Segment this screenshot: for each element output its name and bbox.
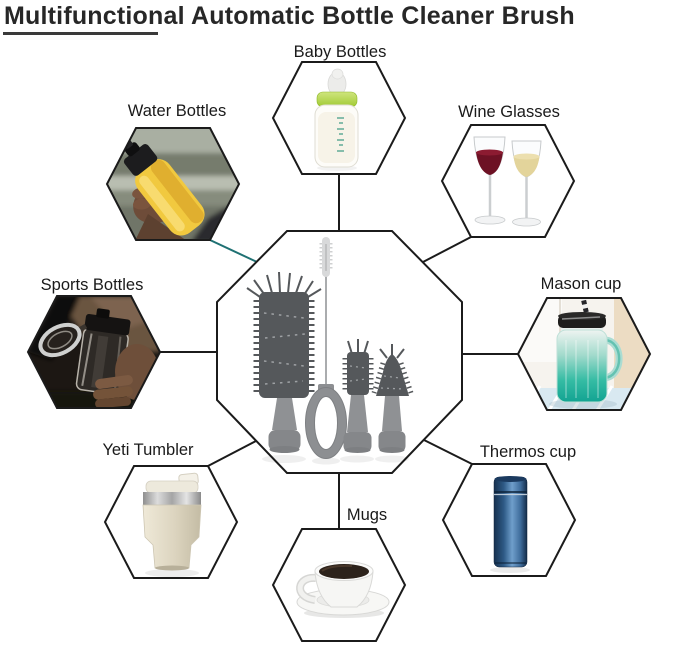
connector-yeti-tumbler: [207, 440, 257, 467]
mason-jar: [556, 298, 623, 403]
water-bottle-photo: [107, 128, 239, 240]
flip-lid: [38, 322, 82, 358]
label-sports-bottles: Sports Bottles: [40, 276, 144, 294]
cone-brush: [371, 344, 414, 453]
white-wine-glass: [511, 140, 542, 227]
label-water-bottles: Water Bottles: [127, 102, 227, 120]
hexagon-water-bottles: [105, 127, 241, 241]
page-title: Multifunctional Automatic Bottle Cleaner…: [4, 2, 575, 30]
red-wine-glass: [473, 136, 506, 225]
hexagon-mugs: [271, 528, 407, 642]
hexagon-thermos-cup: [441, 463, 577, 577]
brush-reflections: [262, 455, 409, 465]
label-mugs: Mugs: [346, 506, 388, 524]
large-bottle-brush: [246, 271, 322, 453]
thermos-illustration: [490, 476, 530, 573]
yeti-tumbler-illustration: [142, 472, 202, 577]
title-underline: [3, 32, 158, 35]
hexagon-wine-glasses: [440, 124, 576, 238]
brush-set-illustration: [246, 237, 414, 465]
hexagon-yeti-tumbler: [103, 465, 239, 579]
label-yeti-tumbler: Yeti Tumbler: [102, 441, 194, 459]
connector-thermos-cup: [423, 439, 473, 465]
medium-brush: [342, 339, 374, 453]
connector-wine-glasses: [422, 236, 472, 263]
label-wine-glasses: Wine Glasses: [458, 103, 560, 121]
connector-water-bottles: [209, 239, 258, 263]
wine-glasses-illustration: [473, 136, 542, 227]
label-mason-cup: Mason cup: [540, 275, 622, 293]
hexagon-sports-bottles: [26, 295, 162, 409]
hexagon-baby-bottles: [271, 61, 407, 175]
straw-brush: [305, 237, 347, 459]
coffee-mug-illustration: [296, 561, 390, 618]
label-thermos-cup: Thermos cup: [479, 443, 577, 461]
center-octagon: [216, 230, 463, 474]
label-baby-bottles: Baby Bottles: [293, 43, 387, 61]
sports-bottle-photo: [28, 296, 160, 408]
baby-bottle-illustration: [314, 68, 359, 171]
yellow-bottle: [123, 139, 205, 236]
connector-lines: [160, 174, 518, 530]
